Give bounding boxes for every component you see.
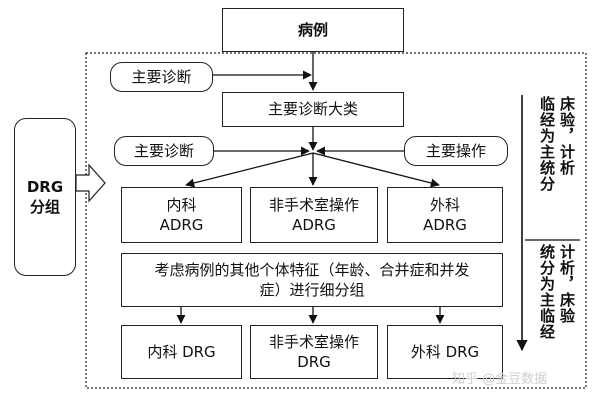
surgery-adrg-line2: ADRG [423,216,467,234]
refine-grouping-line2: 症）进行细分组 [259,281,365,299]
lower-phase-left-column: 统分为主临经 [538,244,556,340]
process-dashed-frame [85,52,587,389]
surgery-adrg-box: 外科 ADRG [387,187,503,243]
drg-group-line1: DRG [26,177,64,196]
main-procedure-label: 主要操作 [425,141,486,160]
main-diagnosis-label-top: 主要诊断 [131,67,192,86]
main-diagnosis-category-box: 主要诊断大类 [222,92,404,127]
nonsurgical-drg-line2: DRG [297,353,331,371]
arrow-center-to-surgery [312,152,440,188]
internal-adrg-line1: 内科 [166,195,197,214]
nonsurgical-drg-box: 非手术室操作 DRG [250,325,378,379]
nonsurgical-adrg-line2: ADRG [292,216,336,234]
surgery-drg-box: 外科 DRG [387,325,503,379]
internal-adrg-box: 内科 ADRG [121,187,242,243]
main-diagnosis-box-top: 主要诊断 [110,62,213,92]
nonsurgical-adrg-line1: 非手术室操作 [268,195,359,214]
main-diagnosis-box: 主要诊断 [114,136,214,166]
nonsurgical-adrg-box: 非手术室操作 ADRG [250,187,378,243]
main-diagnosis-label: 主要诊断 [133,141,194,160]
case-label: 病例 [297,20,328,39]
upper-phase-left-column: 临经为主统分 [538,96,556,192]
internal-adrg-line2: ADRG [159,216,204,234]
main-diagnosis-category-label: 主要诊断大类 [267,100,358,119]
upper-phase-right-column: 床验，计析 [558,96,576,176]
refine-grouping-box: 考虑病例的其他个体特征（年龄、合并症和并发 症）进行细分组 [121,253,503,307]
drg-entry-arrow [75,163,106,203]
internal-drg-box: 内科 DRG [121,325,242,379]
main-procedure-box: 主要操作 [404,136,508,166]
surgery-adrg-line1: 外科 [429,195,460,214]
lower-phase-right-column: 计析，床验 [558,244,576,324]
refine-grouping-line1: 考虑病例的其他个体特征（年龄、合并症和并发 [154,260,470,279]
nonsurgical-drg-line1: 非手术室操作 [268,332,359,351]
surgery-drg-label: 外科 DRG [410,342,480,361]
internal-drg-label: 内科 DRG [147,342,216,361]
drg-group-box: DRG 分组 [14,118,76,276]
drg-group-line2: 分组 [29,198,60,216]
case-box: 病例 [222,8,404,52]
watermark-text: 知乎 @金豆数据 [452,372,548,387]
arrow-center-to-internal [185,152,314,188]
